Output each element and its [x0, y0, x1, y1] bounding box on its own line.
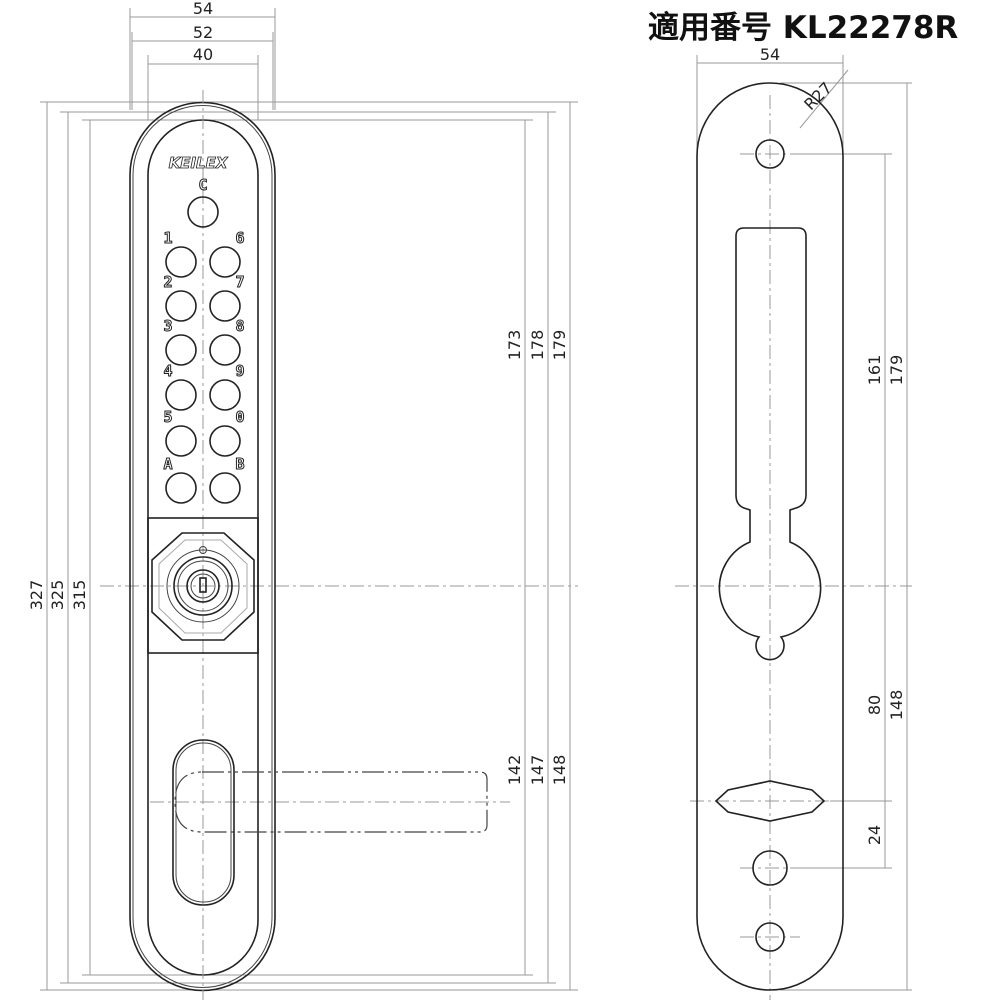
dim-178: 178	[528, 330, 547, 361]
dim-148: 148	[550, 755, 569, 786]
key-label: 7	[235, 273, 244, 291]
bottom-screw-hole	[755, 922, 785, 952]
back-dim-width-54: 54	[760, 45, 780, 64]
key-label: 8	[235, 317, 244, 335]
key-button[interactable]	[209, 246, 241, 278]
dim-173: 173	[505, 330, 524, 361]
key-label: 3	[163, 317, 172, 335]
back-dim-148: 148	[887, 690, 906, 721]
front-dimension-labels: 54 52 40 327 325 315 173 178 179 142 147…	[27, 0, 569, 785]
dim-height-325: 325	[48, 580, 67, 611]
dim-179: 179	[550, 330, 569, 361]
dim-width-40: 40	[193, 45, 213, 64]
front-dimension-lines	[40, 8, 578, 1000]
key-button[interactable]	[209, 379, 241, 411]
key-label: 5	[163, 408, 172, 426]
dim-height-315: 315	[70, 580, 89, 611]
handle-hole	[752, 850, 788, 886]
key-label: 1	[163, 229, 172, 247]
key-label: B	[235, 455, 244, 473]
keypad: C 1 2 3 4 5A 6 7 8 9 0B	[163, 176, 245, 504]
key-button[interactable]	[209, 334, 241, 366]
key-label: A	[163, 455, 172, 473]
top-screw-hole	[755, 139, 785, 169]
dim-width-52: 52	[193, 23, 213, 42]
model-number-title: 適用番号 KL22278R	[648, 10, 958, 46]
key-button[interactable]	[165, 290, 197, 322]
key-button[interactable]	[209, 425, 241, 457]
dim-142: 142	[505, 755, 524, 786]
key-label: 6	[235, 229, 244, 247]
spindle-slot	[714, 780, 826, 822]
key-button[interactable]	[209, 290, 241, 322]
dim-width-54: 54	[193, 0, 213, 18]
handle	[172, 739, 488, 906]
back-plate	[696, 82, 844, 991]
dim-height-327: 327	[27, 580, 46, 611]
key-label: 2	[163, 273, 172, 291]
keyhole-icon	[199, 577, 207, 593]
key-button[interactable]	[165, 379, 197, 411]
front-lock-body: KEILEX	[129, 90, 276, 1000]
key-button[interactable]	[165, 472, 197, 504]
cylinder-cutout	[718, 227, 822, 661]
brand-logo: KEILEX	[169, 154, 229, 172]
key-button[interactable]	[165, 425, 197, 457]
key-label: 0	[235, 408, 244, 426]
key-label: 9	[235, 362, 244, 380]
key-c-button[interactable]	[187, 196, 219, 228]
back-dim-161: 161	[865, 355, 884, 386]
key-button[interactable]	[165, 334, 197, 366]
back-dim-179: 179	[887, 355, 906, 386]
back-dim-24: 24	[865, 825, 884, 845]
dim-147: 147	[528, 755, 547, 786]
key-button[interactable]	[165, 246, 197, 278]
key-button[interactable]	[209, 472, 241, 504]
back-dimension-lines	[675, 55, 912, 1000]
key-label-c: C	[198, 176, 207, 194]
back-dim-80: 80	[865, 695, 884, 715]
back-dim-radius: R27	[800, 78, 836, 114]
back-dimension-labels: 54 R27 161 179 80 148 24	[760, 45, 906, 845]
key-label: 4	[163, 362, 172, 380]
key-cylinder	[147, 517, 259, 654]
